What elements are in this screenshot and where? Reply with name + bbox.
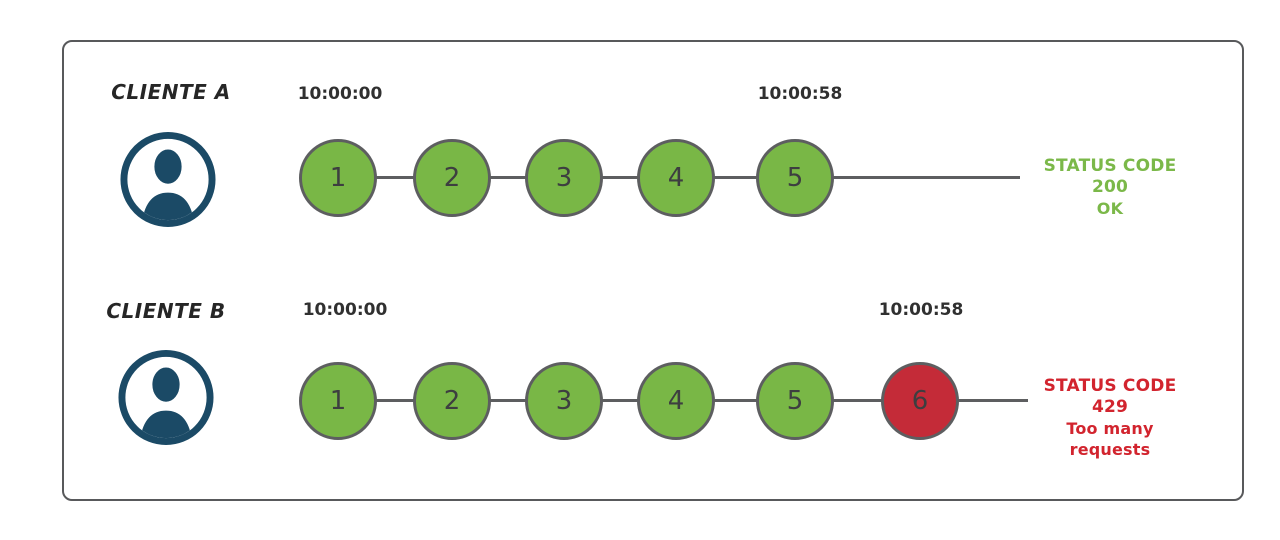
client-a-label: CLIENTE A	[111, 80, 231, 104]
row-a-end-time: 10:00:58	[757, 84, 843, 104]
request-circle-a2: 2	[413, 139, 491, 217]
user-icon	[120, 131, 216, 228]
row-a-status-message: OK	[1096, 199, 1124, 218]
request-circle-a3: 3	[525, 139, 603, 217]
request-circle-a1: 1	[299, 139, 377, 217]
row-b-start-time: 10:00:00	[302, 300, 388, 320]
client-b-label: CLIENTE B	[106, 299, 226, 323]
user-shoulders-icon	[134, 406, 198, 439]
request-circle-b5: 5	[756, 362, 834, 440]
request-circle-b3: 3	[525, 362, 603, 440]
row-a-start-time: 10:00:00	[297, 84, 383, 104]
user-shoulders-icon	[136, 188, 200, 221]
request-circle-b4: 4	[637, 362, 715, 440]
user-head-icon	[149, 145, 187, 189]
row-b-status: STATUS CODE 429 Too many requests	[1025, 376, 1195, 460]
request-circle-b6-blocked: 6	[881, 362, 959, 440]
row-a-status: STATUS CODE 200 OK	[1025, 156, 1195, 219]
row-b-end-time: 10:00:58	[878, 300, 964, 320]
user-head-icon	[147, 363, 185, 407]
request-circle-b2: 2	[413, 362, 491, 440]
row-a-status-code: STATUS CODE 200	[1043, 156, 1177, 197]
user-icon	[118, 349, 214, 446]
request-circle-b1: 1	[299, 362, 377, 440]
request-circle-a4: 4	[637, 139, 715, 217]
row-b-status-code: STATUS CODE 429	[1043, 376, 1177, 417]
request-circle-a5: 5	[756, 139, 834, 217]
row-b-status-message: Too many requests	[1066, 419, 1154, 459]
